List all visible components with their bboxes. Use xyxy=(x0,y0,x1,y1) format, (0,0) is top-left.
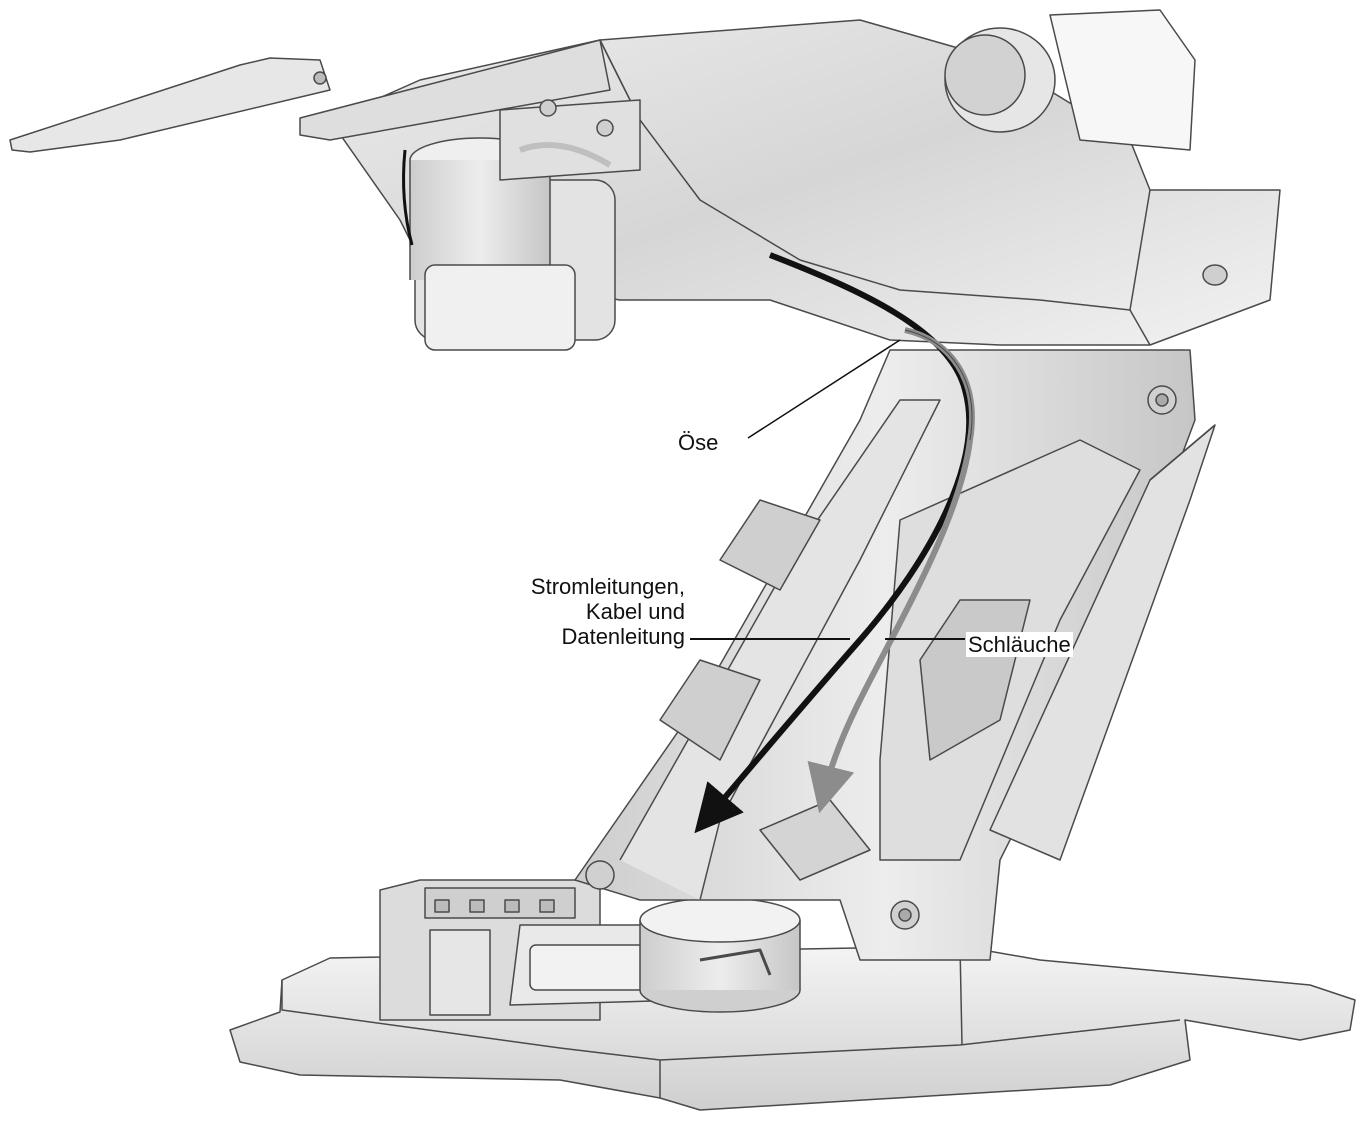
cables-label: Stromleitungen, Kabel und Datenleitung xyxy=(531,574,685,649)
seat-cylinder xyxy=(402,137,616,351)
armrest-pivot xyxy=(944,9,1196,151)
leader-eyelet xyxy=(747,339,901,439)
cables-label-line: Kabel und xyxy=(585,599,685,624)
seat-mechanism xyxy=(499,99,641,181)
lift-column xyxy=(574,349,1216,961)
left-armrest xyxy=(9,39,611,153)
motor-unit xyxy=(639,897,801,1013)
cable-route-arrow xyxy=(694,252,973,834)
cables-label-line: Datenleitung xyxy=(561,624,685,649)
cables-label-line: Stromleitungen, xyxy=(530,574,685,599)
eyelet-label: Öse xyxy=(678,430,719,455)
hoses-label: Schläuche xyxy=(966,632,1073,657)
